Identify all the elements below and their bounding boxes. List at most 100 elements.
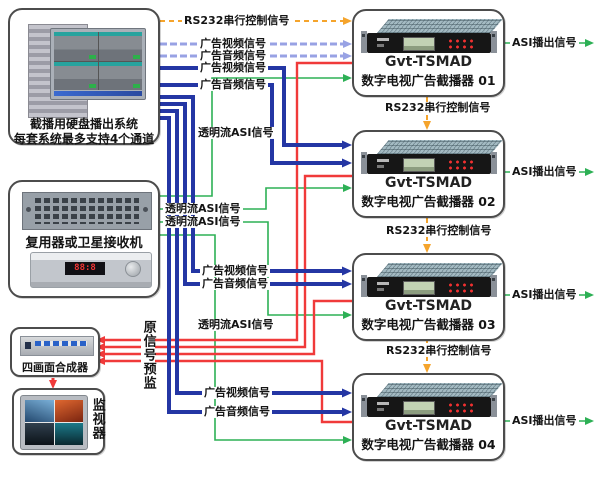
tv-quadrant-3 bbox=[25, 423, 54, 445]
panel-leds bbox=[444, 158, 475, 170]
label-rs232-top: RS232串行控制信号 bbox=[182, 13, 292, 28]
label-rs232-2-3: RS232串行控制信号 bbox=[384, 223, 494, 238]
tv-quadrant-4 bbox=[54, 423, 83, 445]
screen-channel-1 bbox=[54, 32, 98, 61]
device-model: Gvt-TSMAD bbox=[384, 418, 473, 434]
rack-ear-left bbox=[360, 31, 367, 53]
monitor-box: 监视器 bbox=[12, 388, 105, 455]
device-box-02: Gvt-TSMAD 数字电视广告截播器 02 bbox=[352, 130, 505, 218]
panel-marking bbox=[376, 44, 384, 47]
label-source-preview: 原信号预监 bbox=[140, 320, 156, 390]
screen-channel-4 bbox=[98, 61, 142, 90]
quad-synth-box: 四画面合成器 bbox=[10, 327, 100, 377]
rack-unit-graphic bbox=[360, 19, 503, 53]
rack-ear-left bbox=[360, 152, 367, 174]
label-asi-out-dev4: ASI播出信号 bbox=[510, 413, 579, 428]
label-rs232-1-2: RS232串行控制信号 bbox=[383, 100, 493, 115]
device-box-01: Gvt-TSMAD 数字电视广告截播器 01 bbox=[352, 9, 505, 97]
device-name: 数字电视广告截播器 03 bbox=[361, 317, 496, 332]
rack-ear-right bbox=[490, 152, 497, 174]
panel-leds bbox=[444, 401, 475, 413]
rack-top-surface bbox=[376, 140, 503, 154]
rack-front-panel bbox=[366, 33, 491, 53]
receiver-dial bbox=[125, 261, 141, 277]
device-model: Gvt-TSMAD bbox=[384, 175, 473, 191]
label-ad-audio-dev2: 广告音频信号 bbox=[198, 77, 268, 92]
device-model: Gvt-TSMAD bbox=[384, 54, 473, 70]
label-ad-video-dev4: 广告视频信号 bbox=[202, 385, 272, 400]
quad-channel-screen-graphic bbox=[50, 28, 146, 100]
label-asi-ts-3: 透明流ASI信号 bbox=[163, 214, 243, 229]
label-asi-out-dev1: ASI播出信号 bbox=[510, 35, 579, 50]
label-asi-ts-2: 透明流ASI信号 bbox=[163, 201, 243, 216]
rack-top-surface bbox=[376, 19, 503, 33]
line-ad-video-dev3 bbox=[160, 95, 352, 276]
panel-marking bbox=[376, 38, 389, 41]
tv-quadrant-1 bbox=[25, 400, 54, 422]
playout-caption-line1: 截播用硬盘播出系统 bbox=[29, 117, 138, 131]
playout-system-box: 截播用硬盘播出系统 每套系统最多支持4个通道 bbox=[8, 8, 160, 146]
panel-marking bbox=[376, 165, 384, 168]
panel-lcd bbox=[402, 401, 435, 415]
line-preview-dev2-to-quad bbox=[96, 174, 352, 351]
monitor-caption: 监视器 bbox=[89, 398, 105, 440]
quad-synth-graphic bbox=[20, 336, 94, 356]
rack-front-panel bbox=[366, 277, 491, 297]
label-ad-video-dev1: 广告视频信号 bbox=[198, 36, 268, 51]
panel-lcd bbox=[402, 281, 435, 295]
panel-lcd bbox=[402, 37, 435, 51]
line-preview-dev3-to-quad bbox=[96, 299, 352, 358]
device-name: 数字电视广告截播器 04 bbox=[361, 437, 496, 452]
label-ad-video-dev3: 广告视频信号 bbox=[200, 263, 270, 278]
monitor-tv-graphic bbox=[20, 395, 88, 450]
panel-leds bbox=[444, 281, 475, 293]
label-asi-ts-1: 透明流ASI信号 bbox=[196, 125, 276, 140]
label-ad-audio-dev4: 广告音频信号 bbox=[202, 404, 272, 419]
tv-quadrant-2 bbox=[54, 400, 83, 422]
device-model: Gvt-TSMAD bbox=[384, 298, 473, 314]
mux-box: 复用器或卫星接收机 88:8 bbox=[8, 180, 160, 298]
device-name: 数字电视广告截播器 01 bbox=[361, 73, 496, 88]
rack-top-surface bbox=[376, 263, 503, 277]
line-ad-video-dev4 bbox=[160, 109, 352, 398]
mux-caption: 复用器或卫星接收机 bbox=[25, 236, 143, 251]
rack-unit-graphic bbox=[360, 263, 503, 297]
rack-ear-right bbox=[490, 31, 497, 53]
device-box-03: Gvt-TSMAD 数字电视广告截播器 03 bbox=[352, 253, 505, 341]
screen-taskbar bbox=[54, 91, 142, 96]
rack-front-panel bbox=[366, 397, 491, 417]
receiver-led-display: 88:8 bbox=[65, 262, 105, 275]
label-ad-audio-dev1: 广告音频信号 bbox=[198, 48, 268, 63]
rack-ear-left bbox=[360, 275, 367, 297]
label-asi-out-dev2: ASI播出信号 bbox=[510, 164, 579, 179]
panel-lcd bbox=[402, 158, 435, 172]
panel-leds bbox=[444, 37, 475, 49]
label-rs232-3-4: RS232串行控制信号 bbox=[384, 343, 494, 358]
quad-synth-caption: 四画面合成器 bbox=[22, 361, 88, 374]
label-ad-audio-dev3: 广告音频信号 bbox=[200, 276, 270, 291]
rack-ear-right bbox=[490, 395, 497, 417]
label-ad-video-dev2: 广告视频信号 bbox=[198, 60, 268, 75]
panel-marking bbox=[376, 282, 389, 285]
line-asi-mux-to-dev4 bbox=[160, 234, 352, 444]
panel-marking bbox=[376, 159, 389, 162]
label-asi-ts-4: 透明流ASI信号 bbox=[196, 317, 276, 332]
rack-front-panel bbox=[366, 154, 491, 174]
multiplexer-rack-graphic bbox=[22, 192, 152, 230]
panel-marking bbox=[376, 402, 389, 405]
screen-channel-3 bbox=[54, 61, 98, 90]
satellite-receiver-graphic: 88:8 bbox=[30, 252, 152, 288]
panel-marking bbox=[376, 288, 384, 291]
rack-ear-right bbox=[490, 275, 497, 297]
device-name: 数字电视广告截播器 02 bbox=[361, 194, 496, 209]
screen-channel-2 bbox=[98, 32, 142, 61]
device-box-04: Gvt-TSMAD 数字电视广告截播器 04 bbox=[352, 373, 505, 461]
rack-top-surface bbox=[376, 383, 503, 397]
rack-unit-graphic bbox=[360, 140, 503, 174]
label-asi-out-dev3: ASI播出信号 bbox=[510, 287, 579, 302]
playout-caption-line2: 每套系统最多支持4个通道 bbox=[13, 132, 155, 146]
panel-marking bbox=[376, 408, 384, 411]
rack-unit-graphic bbox=[360, 383, 503, 417]
rack-ear-left bbox=[360, 395, 367, 417]
